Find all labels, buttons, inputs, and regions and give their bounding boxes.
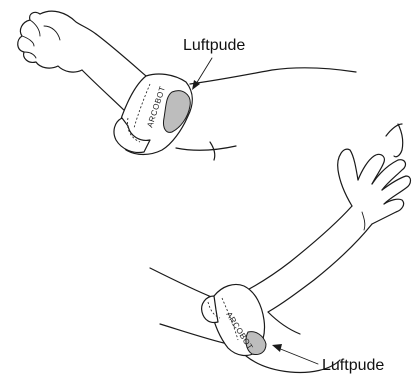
bottom-hand (338, 149, 358, 206)
bottom-strap: ARCOBOT (202, 284, 266, 355)
top-fist (18, 12, 82, 72)
bottom-arm (150, 124, 411, 373)
top-leader (192, 58, 212, 90)
bottom-air-pad-label: Luftpude (322, 358, 384, 374)
bottom-leader (272, 344, 318, 364)
top-air-pad-label: Luftpude (183, 38, 245, 54)
top-strap: ARCOBOT (114, 74, 192, 155)
